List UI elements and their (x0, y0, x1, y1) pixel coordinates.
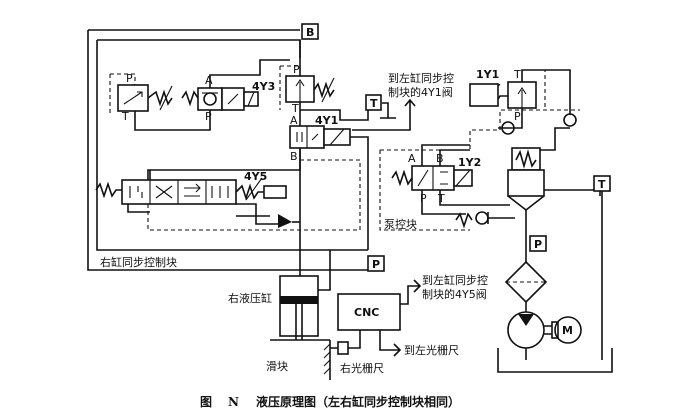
port-t-upper-box (365, 94, 382, 111)
slider-label: 滑块 (266, 360, 288, 373)
cnc-label: CNC (354, 306, 379, 319)
to-left-4y1-line2: 制块的4Y1阀 (388, 85, 453, 99)
valve-1y2-p: P (420, 192, 427, 205)
regulator-cylinder (507, 169, 545, 197)
port-a-4y3: A (205, 74, 213, 87)
to-left-4y5-line2: 制块的4Y5阀 (422, 287, 487, 301)
valve-1y2-t: T (437, 192, 445, 205)
valve-4y1-label: 4Y1 (315, 114, 338, 127)
solenoid-1y1 (469, 83, 499, 107)
pressure-valve-center: P T (279, 40, 369, 250)
caption-text: 液压原理图（左右缸同步控制块相同） (256, 394, 460, 409)
scale-reader (337, 341, 349, 355)
solenoid-4y5 (263, 185, 287, 199)
valve-group-1y1: 1Y1 T P (469, 68, 577, 135)
right-scale-label: 右光栅尺 (340, 361, 384, 375)
port-b-box (301, 23, 319, 40)
cnc-box (337, 293, 401, 331)
valve-group-1y2: 1Y2 A B P T (391, 144, 510, 215)
to-left-scale-label: 到左光栅尺 (404, 343, 459, 357)
right-cylinder (279, 250, 331, 340)
port-t-right-label: T (598, 178, 606, 191)
right-block-boundary (87, 29, 368, 271)
valve-group-4y1: A B 4Y1 (147, 114, 369, 250)
valve-group-4y5: 4Y5 (95, 159, 361, 231)
port-p-pump-label: P (534, 238, 542, 251)
tank-icon (497, 348, 613, 373)
motor-icon (554, 316, 582, 344)
port-b-label: B (306, 26, 314, 39)
cylinder-piston (280, 296, 318, 304)
valve-1y1-t: T (513, 68, 521, 81)
flow-meter-left (501, 121, 515, 135)
caption-number: N (228, 395, 239, 409)
relief-left-t: T (121, 110, 129, 123)
check-valve-4y3 (197, 87, 223, 111)
pressure-valve-t: T (291, 102, 299, 115)
relief-left-p: P (126, 72, 133, 85)
cylinder-body (279, 275, 319, 337)
port-t-upper-label: T (370, 97, 378, 110)
flow-meter-top (563, 113, 577, 127)
to-left-4y1-line1: 到左缸同步控 (388, 71, 454, 85)
right-cylinder-label: 右液压缸 (228, 291, 272, 305)
filter-icon (504, 260, 548, 304)
port-p-right-label: P (372, 258, 380, 271)
port-p-right-box (367, 255, 385, 272)
prop-valve-4y5-body (121, 179, 237, 205)
valve-group-4y3: P T A P 4Y3 (109, 59, 290, 131)
pump-block-label: 泵控块 (384, 217, 417, 231)
pump-block-boundary (379, 109, 580, 231)
port-p-4y3: P (205, 110, 212, 123)
valve-1y2-label: 1Y2 (458, 156, 481, 169)
right-block-label: 右缸同步控制块 (100, 255, 177, 269)
caption-prefix: 图 (200, 395, 212, 409)
valve-1y1-p: P (514, 110, 521, 123)
check-valve-pump (475, 211, 489, 225)
valve-4y3-label: 4Y3 (252, 80, 275, 93)
motor-label: M (562, 324, 573, 337)
pump-regulator (507, 127, 601, 236)
valve-4y5-label: 4Y5 (244, 170, 267, 183)
port-p-pump-box (529, 235, 547, 252)
pressure-valve-p: P (293, 63, 300, 76)
to-left-4y5-line1: 到左缸同步控 (422, 273, 488, 287)
port-a-4y1: A (290, 114, 298, 127)
port-b-4y1: B (290, 150, 298, 163)
valve-1y1-label: 1Y1 (476, 68, 499, 81)
valve-1y2-a: A (408, 152, 416, 165)
